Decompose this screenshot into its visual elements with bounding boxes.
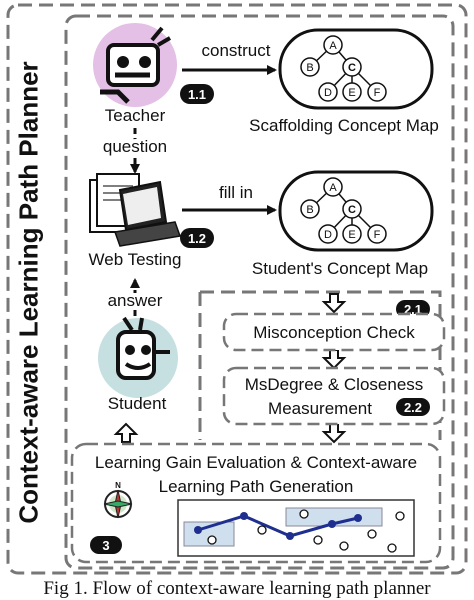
up-arrow-to-student: [113, 422, 139, 443]
svg-text:A: A: [329, 182, 337, 194]
teacher-icon: [93, 23, 177, 107]
step-3-badge: 3: [90, 536, 122, 554]
teacher-label: Teacher: [105, 106, 166, 125]
step-1-1-badge: 1.1: [180, 84, 214, 104]
student-label: Student: [108, 394, 167, 413]
student-map-label: Student's Concept Map: [252, 259, 428, 278]
student-concept-map: A B C D E F: [278, 170, 434, 252]
msdegree-label-line2: Measurement: [268, 399, 372, 418]
svg-text:N: N: [115, 481, 121, 490]
inner-frame: [64, 14, 455, 570]
construct-label: construct: [202, 41, 271, 60]
svg-text:1.1: 1.1: [188, 87, 206, 102]
web-testing-label: Web Testing: [89, 250, 182, 269]
scaffolding-map-label: Scaffolding Concept Map: [249, 116, 439, 135]
student-icon: [98, 316, 178, 398]
scaffolding-concept-map: A B C D E F: [278, 28, 434, 110]
learning-gain-label-line2: Learning Path Generation: [159, 477, 354, 496]
msdegree-label-line1: MsDegree & Closeness: [245, 375, 424, 394]
answer-label: answer: [108, 291, 163, 310]
learning-path-sketch: [177, 499, 415, 557]
svg-text:F: F: [374, 229, 381, 241]
figure-caption: Fig 1. Flow of context-aware learning pa…: [43, 578, 431, 599]
svg-text:A: A: [329, 40, 337, 52]
svg-text:2.2: 2.2: [404, 400, 422, 415]
learning-gain-label-line1: Learning Gain Evaluation & Context-aware: [95, 453, 417, 472]
svg-text:B: B: [306, 204, 313, 216]
msdegree-box: [222, 366, 446, 426]
svg-text:1.2: 1.2: [188, 231, 206, 246]
down-arrow-2: [321, 349, 347, 370]
down-arrow-1: [321, 293, 347, 314]
svg-text:E: E: [348, 87, 355, 99]
svg-text:3: 3: [102, 538, 109, 553]
question-label: question: [103, 137, 167, 156]
misconception-label: Misconception Check: [253, 323, 415, 342]
step-1-2-badge: 1.2: [180, 228, 214, 248]
svg-text:D: D: [324, 87, 332, 99]
compass-icon: N: [103, 481, 133, 519]
svg-text:C: C: [348, 62, 356, 74]
fill-in-label: fill in: [219, 183, 253, 202]
svg-text:F: F: [374, 87, 381, 99]
web-testing-icon: [89, 173, 182, 247]
svg-text:C: C: [348, 204, 356, 216]
svg-text:E: E: [348, 229, 355, 241]
step-2-2-badge: 2.2: [396, 398, 430, 416]
svg-text:B: B: [306, 62, 313, 74]
svg-text:D: D: [324, 229, 332, 241]
outer-frame: [6, 3, 468, 575]
misconception-box: [222, 312, 446, 352]
down-arrow-3: [321, 423, 347, 444]
